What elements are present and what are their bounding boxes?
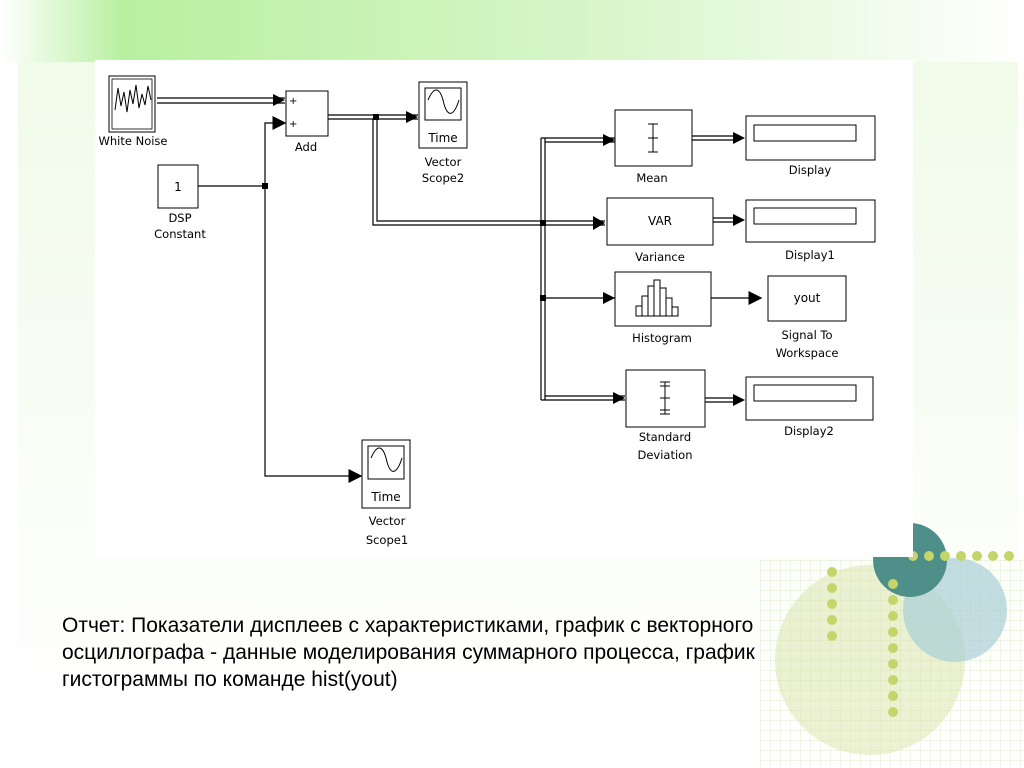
- scope2-label-2: Scope2: [422, 171, 464, 185]
- scope1-label-1: Vector: [369, 514, 406, 528]
- constant-value: 1: [174, 180, 182, 194]
- workspace-variable-name: yout: [794, 291, 821, 305]
- variance-label: Variance: [635, 250, 685, 264]
- variance-icon-text: VAR: [648, 214, 672, 228]
- mean-block[interactable]: Mean: [614, 109, 693, 185]
- histogram-bars-icon: [635, 279, 679, 317]
- add-block[interactable]: + + Add: [285, 90, 329, 154]
- variance-block[interactable]: VAR Variance: [606, 197, 714, 264]
- add-label: Add: [295, 140, 317, 154]
- signal-to-workspace-block[interactable]: yout Signal To Workspace: [767, 275, 847, 360]
- scope2-label-1: Vector: [425, 155, 462, 169]
- scope1-icon-text: Time: [370, 490, 400, 504]
- header-band: [0, 0, 1024, 62]
- dsp-constant-label-2: Constant: [154, 227, 206, 241]
- mean-icon: [648, 123, 658, 153]
- display2-block[interactable]: Display2: [745, 376, 874, 438]
- mean-label: Mean: [636, 171, 667, 185]
- vector-scope2-block[interactable]: Time Vector Scope2: [418, 81, 468, 185]
- scope2-icon-text: Time: [427, 131, 457, 145]
- corner-decoration: [760, 523, 1024, 768]
- std-deviation-block[interactable]: Standard Deviation: [625, 369, 706, 462]
- signal-to-workspace-label-1: Signal To: [781, 328, 832, 342]
- dsp-constant-label-1: DSP: [168, 211, 191, 225]
- display-label: Display: [789, 163, 832, 177]
- caption-line-1: Отчет: Показатели дисплеев с характерист…: [62, 614, 754, 637]
- std-label-2: Deviation: [637, 448, 692, 462]
- caption-line-2: осциллографа - данные моделирования сумм…: [62, 641, 755, 664]
- arrowheads: [273, 94, 745, 406]
- dsp-constant-block[interactable]: 1 DSP Constant: [154, 164, 206, 241]
- display1-label: Display1: [785, 248, 835, 262]
- simulink-diagram: White Noise 1 DSP Constant + + Add Time …: [95, 60, 913, 557]
- caption-line-3: гистограммы по команде hist(yout): [62, 668, 398, 691]
- junction-dots: [262, 114, 546, 301]
- histogram-block[interactable]: Histogram: [614, 271, 712, 345]
- report-caption: Отчет: Показатели дисплеев с характерист…: [62, 612, 942, 693]
- noise-waveform-icon: [114, 84, 152, 113]
- scope-wave-icon: [370, 447, 403, 472]
- histogram-label: Histogram: [632, 331, 692, 345]
- add-port-1-sign: +: [289, 96, 297, 107]
- display2-label: Display2: [784, 424, 834, 438]
- white-noise-block[interactable]: White Noise: [99, 75, 168, 148]
- std-icon: [660, 381, 670, 415]
- display-block[interactable]: Display: [745, 115, 876, 177]
- vector-scope1-block[interactable]: Time Vector Scope1: [361, 439, 411, 547]
- add-port-2-sign: +: [289, 119, 297, 130]
- signal-lines: [157, 97, 763, 483]
- signal-to-workspace-label-2: Workspace: [776, 346, 839, 360]
- scope-wave-icon: [427, 89, 460, 114]
- std-label-1: Standard: [639, 430, 691, 444]
- scope1-label-2: Scope1: [366, 533, 408, 547]
- display1-block[interactable]: Display1: [745, 199, 876, 262]
- white-noise-label: White Noise: [99, 134, 168, 148]
